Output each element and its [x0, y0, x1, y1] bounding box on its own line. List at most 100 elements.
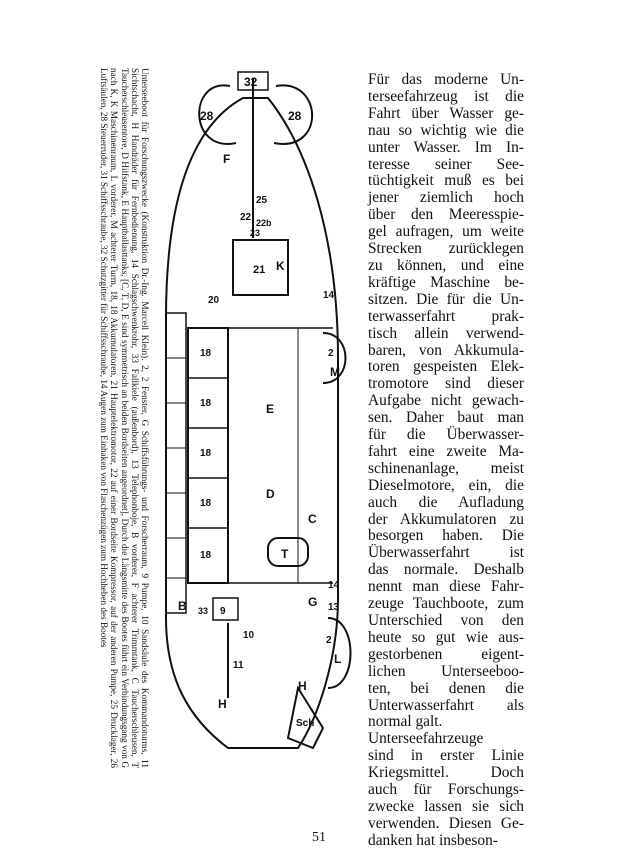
body-text-line: gel aufragen, um weite — [368, 223, 524, 241]
body-text-line: das normale. Deshalb — [368, 561, 524, 579]
label-Sch: Sch — [296, 718, 314, 729]
body-text-line: verwenden. Diesen Ge- — [368, 814, 524, 832]
tower-L — [327, 617, 352, 689]
body-text-line: sitzen. Die für die Un- — [368, 290, 524, 308]
body-text-line: baren, von Akkumula- — [368, 341, 524, 359]
body-text-line: gestorbenen eigent- — [368, 645, 524, 663]
body-text-line: danken hat insbeson- — [368, 831, 498, 849]
rudder-lobe-right — [273, 84, 314, 145]
compartment-strip — [165, 312, 187, 614]
label-18-b: 18 — [200, 398, 212, 409]
T-chamber — [267, 537, 309, 567]
body-text-line: terseefahrzeug ist die — [368, 87, 524, 105]
body-text-line: jener ziemlich hoch — [368, 189, 524, 207]
body-text-line: zu können, und eine — [368, 256, 524, 274]
body-text-column: Für das moderne Un-terseefahrzeug ist di… — [368, 71, 524, 850]
label-22b: 22b — [256, 218, 272, 228]
label-H-lower: H — [218, 697, 227, 711]
body-text-line: der Akkumulatoren zu — [368, 510, 524, 528]
body-text-line: Unterseefahrzeuge — [368, 730, 484, 748]
label-18-e: 18 — [200, 550, 212, 561]
body-text-line: Kriegsmittel. Doch — [368, 764, 524, 782]
body-text-line: Dieselmotore, ein, die — [368, 476, 524, 494]
body-text-line: auch die Aufladung — [368, 493, 524, 511]
body-text-line: kräftige Maschine be- — [368, 273, 524, 291]
body-text-line: sen. Daher baut man — [368, 409, 524, 427]
label-28-right: 28 — [288, 109, 302, 123]
label-33: 33 — [198, 606, 208, 616]
body-text-line: terwasserfahrt prak- — [368, 307, 524, 325]
body-text-line: nennt man diese Fahr- — [368, 578, 524, 596]
label-18-a: 18 — [200, 348, 212, 359]
body-text-line: ten, bei denen die — [368, 679, 524, 697]
screw-guard — [237, 71, 269, 91]
tower-M — [322, 332, 347, 384]
label-2-upper: 2 — [328, 348, 334, 359]
hatch-apparatus — [286, 685, 325, 750]
body-text-line: unter Wasser. Im In- — [368, 138, 524, 156]
label-M: M — [330, 365, 340, 379]
label-B: B — [178, 599, 187, 613]
label-18-d: 18 — [200, 498, 212, 509]
body-text-line: Für das moderne Un- — [368, 71, 524, 88]
body-text-line: zeuge Tauchboote, zum — [368, 595, 524, 613]
label-F: F — [223, 152, 230, 166]
body-text-line: fahrt eine zweite Ma- — [368, 442, 524, 460]
body-text-line: tromotore sind dieser — [368, 375, 524, 393]
label-32: 32 — [244, 75, 258, 89]
body-text-line: über den Meeresspie- — [368, 206, 524, 224]
submarine-cross-section-drawing: 32 28 28 F 25 22 22b 23 21 20 K 14 18 18… — [165, 71, 352, 750]
label-T: T — [281, 547, 289, 561]
body-text-line: toren gespeisten Elek- — [368, 358, 524, 376]
body-text-line: lichen Unterseeboo- — [368, 662, 524, 680]
label-21: 21 — [253, 264, 265, 276]
body-text-line: Unterwasserfahrt als — [368, 696, 524, 714]
body-text-line: besorgen haben. Die — [368, 527, 524, 545]
figure-caption: Unterseeboot für Forschungszwecke (Konst… — [99, 68, 150, 768]
body-text-line: Aufgabe nicht gewach- — [368, 392, 524, 410]
rudder-lobe-left — [198, 84, 237, 145]
body-text-line: auch für Forschungs- — [368, 781, 524, 799]
body-text-line: heute so gut wie aus- — [368, 628, 524, 646]
body-text-line: Unterschied von den — [368, 612, 524, 629]
body-text-line: tisch allein verwend- — [368, 324, 524, 342]
label-20: 20 — [208, 295, 220, 306]
body-text-line: tüchtigkeit muß es bei — [368, 172, 524, 190]
label-L: L — [334, 652, 341, 666]
body-text-line: sind in erster Linie — [368, 747, 524, 765]
body-text-line: normal galt. — [368, 713, 443, 731]
bow-segment-9 — [212, 597, 239, 621]
label-18-c: 18 — [200, 448, 212, 459]
body-text-line: schinenanlage, meist — [368, 459, 524, 477]
label-25: 25 — [256, 195, 268, 206]
label-13: 13 — [328, 602, 340, 613]
label-2-lower: 2 — [326, 635, 332, 646]
label-K: K — [276, 259, 285, 273]
body-text-line: nau so wichtig wie die — [368, 121, 524, 139]
label-23: 23 — [250, 228, 260, 238]
label-14-bottom: 14 — [328, 580, 340, 591]
motor-21-box — [232, 239, 289, 296]
label-C: C — [308, 512, 317, 526]
label-10: 10 — [243, 630, 255, 641]
label-E: E — [266, 402, 274, 416]
battery-column — [187, 327, 229, 584]
label-22: 22 — [240, 212, 252, 223]
label-D: D — [266, 487, 275, 501]
body-text-line: teresse seiner See- — [368, 155, 524, 173]
body-text-line: Fahrt über Wasser ge- — [368, 104, 524, 122]
label-14-top: 14 — [323, 290, 335, 301]
page-number: 51 — [312, 830, 326, 845]
body-text-line: für die Überwasser- — [368, 426, 524, 444]
body-text-line: Überwasserfahrt ist — [368, 544, 524, 562]
figure-caption-column: Unterseeboot für Forschungszwecke (Konst… — [78, 68, 150, 768]
label-9: 9 — [220, 606, 226, 617]
label-H: H — [298, 679, 307, 693]
hull-outline — [165, 97, 339, 749]
body-text-line: zwecke lassen sie sich — [368, 797, 524, 815]
body-text-line: Strecken zurücklegen — [368, 240, 524, 258]
label-28-left: 28 — [200, 109, 214, 123]
label-11: 11 — [233, 660, 244, 671]
label-G: G — [308, 595, 317, 609]
